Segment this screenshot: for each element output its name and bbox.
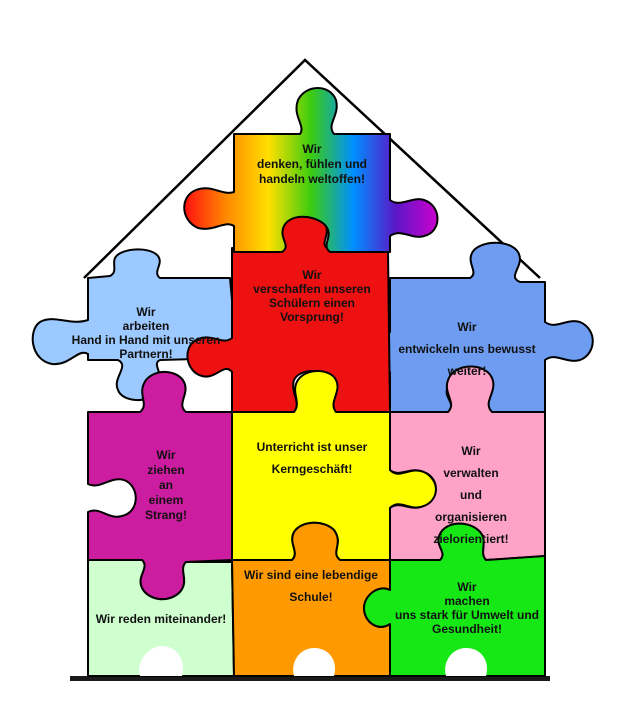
- label-pink-piece: Wir verwalten und organisieren zielorien…: [433, 444, 509, 546]
- piece-top-rainbow: [183, 87, 439, 253]
- label-mint-piece: Wir reden miteinander!: [95, 612, 227, 626]
- ground-line: [70, 676, 550, 681]
- piece-green: [363, 522, 546, 677]
- label-top-piece: Wir denken, fühlen und handeln weltoffen…: [257, 142, 367, 186]
- label-yellow-piece: Unterricht ist unser Kerngeschäft!: [256, 440, 368, 476]
- label-light-blue-piece: Wir arbeiten Hand in Hand mit unseren Pa…: [71, 305, 221, 361]
- socket-mint: [139, 646, 184, 676]
- socket-green: [445, 648, 488, 676]
- label-red-piece: Wir verschaffen unseren Schülern einen V…: [253, 268, 371, 324]
- label-magenta-piece: Wir ziehen an einem Strang!: [145, 448, 187, 522]
- label-blue-piece: Wir entwickeln uns bewusst weiter!: [398, 320, 536, 378]
- piece-mint: [87, 559, 235, 677]
- label-orange-piece: Wir sind eine lebendige Schule!: [244, 568, 378, 604]
- roof-outline: [83, 58, 541, 279]
- socket-orange: [293, 648, 336, 676]
- label-green-piece: Wir machen uns stark für Umwelt und Gesu…: [394, 580, 540, 636]
